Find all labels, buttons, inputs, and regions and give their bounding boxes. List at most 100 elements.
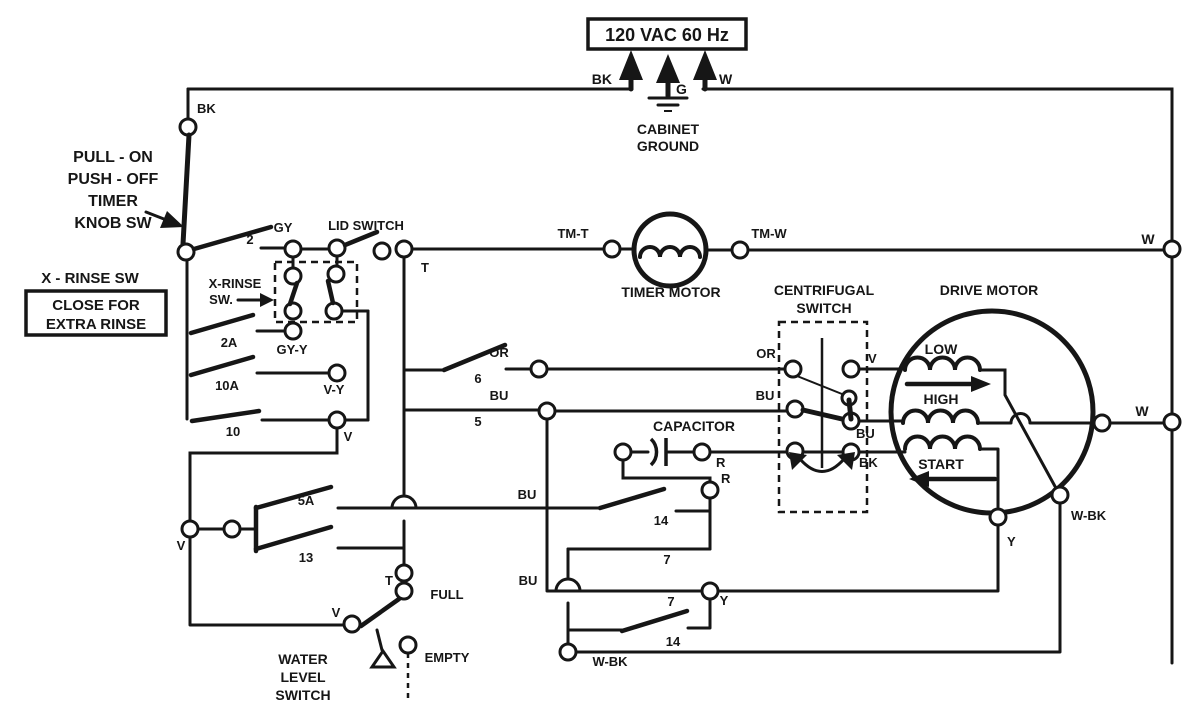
label-cab-ground-2: GROUND	[637, 138, 699, 154]
bk-arrow-icon	[619, 50, 643, 80]
label-w-rail-mid: W	[1135, 403, 1149, 419]
label-cab-ground-1: CABINET	[637, 121, 700, 137]
label-full: FULL	[430, 587, 463, 602]
label-bu-right: BU	[756, 388, 775, 403]
label-knob-1: PULL - ON	[73, 149, 153, 166]
label-timer-motor: TIMER MOTOR	[621, 284, 720, 300]
label-contact-2a: 2A	[221, 335, 238, 350]
label-centrifugal-2: SWITCH	[796, 300, 851, 316]
timer-motor-coil	[638, 245, 702, 259]
label-v-right: V	[344, 429, 353, 444]
label-empty: EMPTY	[425, 650, 470, 665]
label-lid-switch: LID SWITCH	[328, 218, 404, 233]
contact-13-blade	[253, 524, 334, 552]
label-v-centrifugal: V	[868, 351, 877, 366]
label-v-waterlevel: V	[332, 605, 341, 620]
label-waterlevel-1: WATER	[278, 651, 328, 667]
label-tm-t: TM-T	[557, 226, 588, 241]
contact-14l-blade	[619, 608, 690, 634]
label-contact-10: 10	[226, 424, 240, 439]
high-winding-coil	[901, 408, 980, 425]
label-xrinse-ptr-2: SW.	[209, 292, 233, 307]
label-capacitor: CAPACITOR	[653, 418, 735, 434]
label-contact-14l: 14	[666, 634, 681, 649]
label-contact-14u: 14	[654, 513, 669, 528]
label-gy: GY	[274, 220, 293, 235]
contact-10-blade	[189, 408, 262, 424]
cabinet-ground-icon	[647, 96, 689, 112]
label-contact-10a: 10A	[215, 378, 239, 393]
label-r-contact: R	[721, 471, 731, 486]
label-w-bk-motor: W-BK	[1071, 508, 1107, 523]
ground-arrow-icon	[656, 54, 680, 83]
label-contact-13: 13	[299, 550, 313, 565]
drive-motor	[857, 308, 1182, 592]
timer-motor	[602, 211, 1182, 289]
x-rinse-blade-right	[325, 278, 336, 306]
label-xrinse-head: X - RINSE SW	[41, 270, 139, 287]
contact-2a-blade	[188, 312, 256, 336]
centrifugal-switch	[777, 320, 869, 514]
extra-rinse-note-box	[24, 289, 168, 337]
label-power: 120 VAC 60 Hz	[605, 25, 729, 45]
label-v-node: V	[177, 538, 186, 553]
label-t-waterlevel: T	[385, 573, 393, 588]
label-v-y: V-Y	[324, 382, 345, 397]
contact-6-blade	[441, 342, 508, 373]
power-box	[586, 17, 748, 51]
label-centrifugal-1: CENTRIFUGAL	[774, 282, 875, 298]
label-or-right: OR	[756, 346, 776, 361]
contact-14u-blade	[597, 486, 667, 511]
label-contact-2: 2	[246, 232, 253, 247]
label-bk-top: BK	[592, 71, 612, 87]
label-xrinse-box-2: EXTRA RINSE	[46, 316, 146, 333]
timer-knob-switch	[144, 117, 198, 262]
contact-2-blade	[191, 224, 274, 252]
label-knob-4: KNOB SW	[74, 215, 152, 232]
timer-contacts-mid	[336, 255, 1062, 662]
contact-10a-blade	[188, 354, 256, 378]
label-bk-centrifugal: BK	[859, 455, 878, 470]
label-knob-3: TIMER	[88, 193, 138, 210]
fulcrum-icon	[369, 648, 397, 669]
label-contact-5: 5	[474, 414, 481, 429]
label-bu-lower: BU	[519, 573, 538, 588]
water-level-blade	[358, 596, 402, 629]
label-drive-motor: DRIVE MOTOR	[940, 282, 1039, 298]
label-winding-low: LOW	[925, 341, 958, 357]
power-supply	[586, 17, 748, 112]
supply-rails	[186, 87, 1174, 665]
label-waterlevel-2: LEVEL	[280, 669, 326, 685]
label-gy-y: GY-Y	[276, 342, 307, 357]
capacitor-curved-plate	[649, 437, 659, 467]
x-rinse-switch	[24, 254, 370, 337]
label-g-top: G	[676, 81, 687, 97]
label-bu-5a: BU	[518, 487, 537, 502]
label-tm-w: TM-W	[751, 226, 787, 241]
label-w-bk-lower: W-BK	[592, 654, 628, 669]
x-rinse-blade-left	[287, 280, 300, 307]
label-t-top: T	[421, 260, 429, 275]
label-xrinse-ptr-1: X-RINSE	[209, 276, 262, 291]
label-contact-7l: 7	[667, 594, 674, 609]
capacitor	[613, 437, 789, 484]
low-winding-coil	[903, 355, 982, 372]
label-winding-start: START	[918, 456, 964, 472]
label-winding-high: HIGH	[924, 391, 959, 407]
label-r-cap: R	[716, 455, 726, 470]
knob-switch-blade	[180, 132, 192, 247]
start-winding-coil	[903, 434, 982, 451]
rotation-arrow-icon	[798, 457, 846, 473]
label-contact-6: 6	[474, 371, 481, 386]
label-w-top: W	[719, 71, 733, 87]
label-contact-5a: 5A	[298, 493, 315, 508]
label-contact-7u: 7	[663, 552, 670, 567]
label-y-contact: Y	[720, 593, 729, 608]
water-level-switch	[342, 563, 418, 700]
label-xrinse-box-1: CLOSE FOR	[52, 297, 140, 314]
w-arrow-icon	[693, 50, 717, 80]
label-bk-rail: BK	[197, 101, 216, 116]
label-knob-2: PUSH - OFF	[68, 171, 159, 188]
